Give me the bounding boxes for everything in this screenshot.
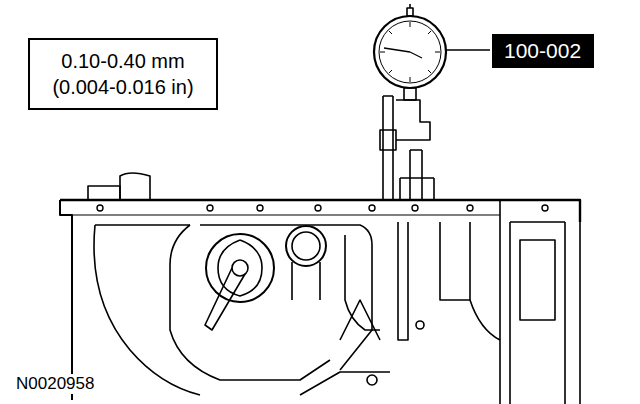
crank-seal (286, 226, 326, 266)
crank-web (345, 235, 380, 330)
figure-number: N0020958 (14, 374, 96, 394)
crank-seal-inner (292, 232, 320, 260)
pump-rotor (218, 240, 262, 296)
dial-inner (379, 21, 441, 83)
block-rib (470, 300, 500, 340)
drain-bolt (367, 375, 377, 385)
holder-base (400, 178, 434, 200)
block-deck (60, 200, 580, 222)
seal-housing (292, 262, 320, 300)
gasket-outline (94, 225, 330, 395)
bolt-holes (97, 205, 548, 211)
leader-line (446, 49, 490, 51)
dial-stem-collar (404, 88, 416, 100)
holder-clamp (380, 130, 396, 150)
block-window (510, 222, 565, 320)
pump-hub (232, 260, 248, 276)
block-right-edge (565, 222, 580, 404)
dimension-text: 0.10-0.40 mm (0.004-0.016 in) (38, 48, 208, 100)
dial-needle-small (410, 52, 422, 58)
block-boss (88, 186, 120, 200)
rod (340, 300, 380, 340)
dial-ticks (380, 22, 440, 82)
gasket-rail (95, 225, 372, 370)
pan-rail (300, 372, 390, 395)
block-rail (72, 214, 500, 215)
dial-stem (383, 96, 393, 200)
holder-arm (396, 100, 430, 140)
dial-plunger-tip (409, 4, 411, 8)
pump-lobe (205, 268, 245, 330)
bearing-cap (398, 222, 408, 340)
block-flange (120, 173, 150, 200)
tool-number: 100-002 (504, 38, 581, 64)
oil-hole (416, 321, 424, 329)
block-left-edge (60, 200, 72, 400)
dial-needle (384, 48, 410, 52)
spec-box: 0.10-0.40 mm (0.004-0.016 in) (28, 38, 218, 110)
dial-plunger-top (407, 8, 413, 16)
holder-post (410, 150, 422, 200)
oil-pump (206, 234, 274, 302)
bulkhead (500, 200, 510, 404)
cylinder-wall (440, 222, 470, 300)
tool-number-box: 100-002 (492, 34, 594, 68)
dial-face (374, 16, 446, 88)
